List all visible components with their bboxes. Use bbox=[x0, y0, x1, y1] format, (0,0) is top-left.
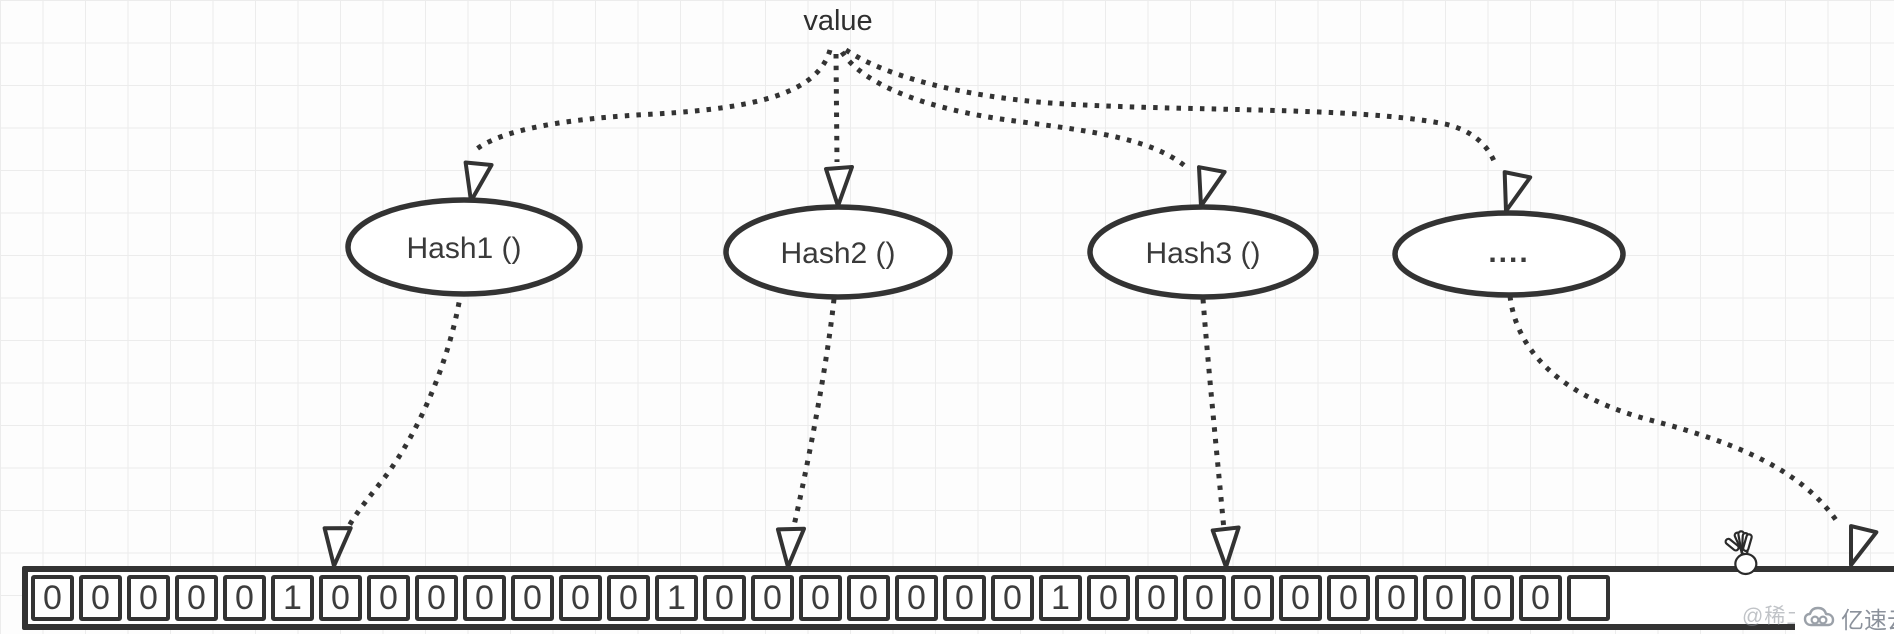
connector-hash2-bit bbox=[790, 298, 837, 531]
connector-value-hash1 bbox=[471, 49, 833, 154]
bit-cell: 0 bbox=[415, 575, 458, 621]
connector-value-hash2 bbox=[833, 53, 840, 163]
connector-hash3-bit bbox=[1200, 298, 1227, 531]
connector-value-hash3 bbox=[839, 50, 1187, 168]
bit-cell: 1 bbox=[271, 575, 314, 621]
bit-cell: 0 bbox=[127, 575, 170, 621]
bit-cell: 0 bbox=[991, 575, 1034, 621]
bit-cell: 0 bbox=[1519, 575, 1562, 621]
arrow-down-icon bbox=[824, 165, 854, 208]
watermark-prefix: @稀土 bbox=[1742, 605, 1809, 628]
connector-hashn-bit bbox=[1507, 295, 1839, 522]
arrow-down-icon bbox=[1210, 525, 1241, 569]
bit-cell bbox=[1567, 575, 1610, 621]
bit-cell: 0 bbox=[1471, 575, 1514, 621]
watermark-badge: 亿速云 bbox=[1795, 595, 1894, 634]
bit-cell: 1 bbox=[1039, 575, 1082, 621]
bit-cell: 0 bbox=[1135, 575, 1178, 621]
hash3-label: Hash3 () bbox=[1145, 237, 1260, 270]
value-label: value bbox=[803, 5, 872, 37]
bit-cell: 0 bbox=[367, 575, 410, 621]
cloud-logo-icon bbox=[1803, 606, 1835, 626]
bit-cell: 0 bbox=[511, 575, 554, 621]
bit-cell: 0 bbox=[223, 575, 266, 621]
bit-cell: 0 bbox=[1279, 575, 1322, 621]
hash2-node bbox=[723, 204, 953, 300]
hash1-node bbox=[345, 197, 583, 297]
hash1-label: Hash1 () bbox=[406, 232, 521, 265]
arrow-down-icon bbox=[1849, 524, 1879, 567]
bit-cell: 0 bbox=[1183, 575, 1226, 621]
bit-cell: 0 bbox=[463, 575, 506, 621]
bit-cell: 0 bbox=[559, 575, 602, 621]
bit-cell: 0 bbox=[1327, 575, 1370, 621]
arrow-down-icon bbox=[775, 526, 807, 569]
bit-cell: 0 bbox=[1087, 575, 1130, 621]
bit-cell: 0 bbox=[1375, 575, 1418, 621]
bit-cell: 0 bbox=[895, 575, 938, 621]
arrow-down-icon bbox=[322, 526, 353, 568]
bit-cell: 0 bbox=[847, 575, 890, 621]
bit-cell: 0 bbox=[79, 575, 122, 621]
watermark-brand: 亿速云 bbox=[1841, 606, 1894, 633]
arrow-down-icon bbox=[463, 160, 494, 203]
connector-hash1-bit bbox=[346, 290, 464, 528]
bit-cell: 0 bbox=[1423, 575, 1466, 621]
connector-value-hashn bbox=[844, 47, 1499, 167]
hashn-node bbox=[1392, 210, 1626, 298]
arrow-down-icon bbox=[1502, 170, 1533, 213]
bit-cell: 0 bbox=[31, 575, 74, 621]
hash2-label: Hash2 () bbox=[780, 237, 895, 270]
bit-cell: 0 bbox=[175, 575, 218, 621]
bit-cell: 1 bbox=[655, 575, 698, 621]
bit-cell: 0 bbox=[607, 575, 650, 621]
bit-cell: 0 bbox=[1231, 575, 1274, 621]
bit-cell: 0 bbox=[319, 575, 362, 621]
bit-cell: 0 bbox=[799, 575, 842, 621]
arrow-down-icon bbox=[1196, 165, 1227, 208]
hashn-label: .... bbox=[1488, 236, 1529, 269]
bit-cell: 0 bbox=[751, 575, 794, 621]
hash3-node bbox=[1087, 204, 1319, 300]
bit-cell: 0 bbox=[943, 575, 986, 621]
bit-cell: 0 bbox=[703, 575, 746, 621]
